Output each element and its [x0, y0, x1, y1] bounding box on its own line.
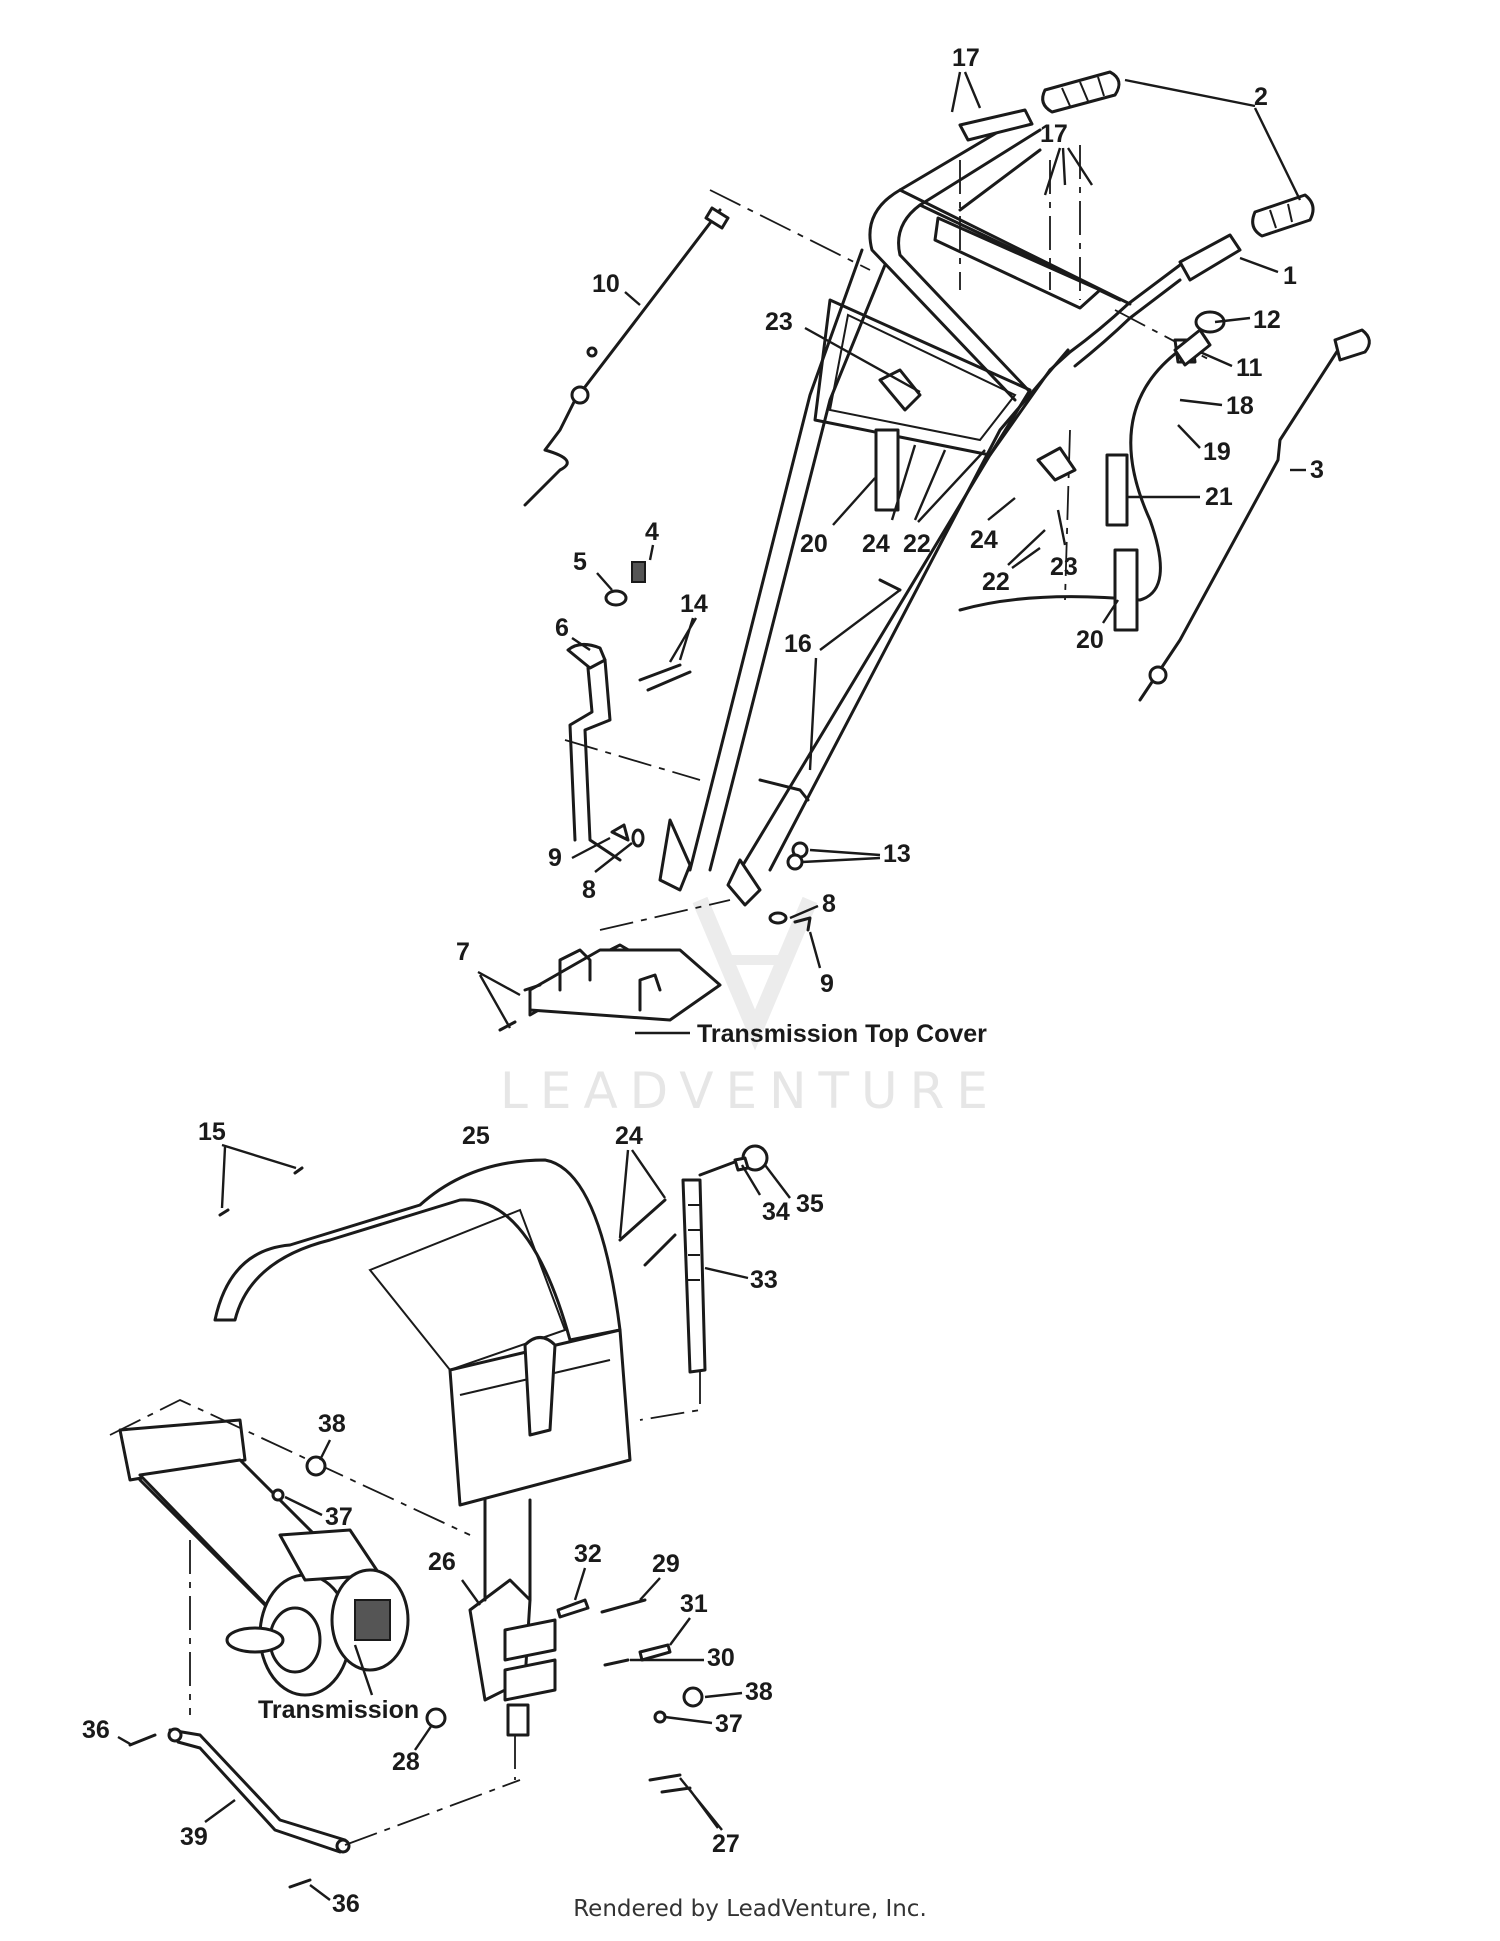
callout-21: 21 — [1205, 483, 1233, 511]
washer-8-left — [631, 828, 645, 848]
callout-11: 11 — [1236, 354, 1263, 382]
bolt-24-lower — [618, 1198, 677, 1267]
callout-19: 19 — [1203, 438, 1231, 466]
tine-shield-25 — [213, 1158, 632, 1507]
callout-8: 8 — [822, 890, 836, 918]
watermark-logo — [692, 896, 818, 1051]
callout-2: 2 — [1254, 83, 1268, 111]
nut-38-lower — [682, 1686, 704, 1708]
leader-lines — [117, 71, 1306, 1901]
callout-13: 13 — [883, 840, 911, 868]
pin-31 — [638, 1643, 672, 1662]
bolt-27 — [648, 1773, 692, 1794]
bolt-36-left — [128, 1733, 157, 1747]
bracket-20-right — [1113, 548, 1139, 632]
callout-16: 16 — [784, 630, 812, 658]
callout-15: 15 — [198, 1118, 226, 1146]
callout-33: 33 — [750, 1266, 778, 1294]
nut-38-upper — [305, 1455, 327, 1477]
watermark-text: LEADVENTURE — [500, 1062, 1000, 1120]
callout-37: 37 — [715, 1710, 743, 1738]
spacer-34 — [733, 1156, 750, 1172]
callout-17: 17 — [1040, 120, 1068, 148]
callout-17: 17 — [952, 44, 980, 72]
callout-38: 38 — [318, 1410, 346, 1438]
callout-5: 5 — [573, 548, 587, 576]
washer-8-right — [768, 911, 788, 925]
label-transmission: Transmission — [258, 1696, 419, 1724]
bolt-29 — [600, 1598, 647, 1614]
callout-36: 36 — [332, 1890, 360, 1918]
callout-18: 18 — [1226, 392, 1254, 420]
callout-7: 7 — [456, 938, 470, 966]
transmission-top-cover — [528, 899, 731, 1022]
transmission-assembly — [109, 1399, 471, 1715]
callout-28: 28 — [392, 1748, 420, 1776]
callout-29: 29 — [652, 1550, 680, 1578]
bracket-23-upper — [878, 368, 922, 412]
callout-6: 6 — [555, 614, 569, 642]
callout-35: 35 — [796, 1190, 824, 1218]
washer-5 — [604, 589, 628, 607]
cable-3 — [1138, 328, 1371, 702]
bolt-4 — [631, 561, 646, 583]
callout-25: 25 — [462, 1122, 490, 1150]
callout-14: 14 — [680, 590, 708, 618]
callout-24: 24 — [615, 1122, 643, 1150]
callout-20: 20 — [800, 530, 828, 558]
callout-24: 24 — [970, 526, 998, 554]
nut-13 — [786, 841, 809, 871]
callout-30: 30 — [707, 1644, 735, 1672]
bracket-26 — [468, 1498, 557, 1780]
pin-9-right — [793, 916, 812, 932]
callout-31: 31 — [680, 1590, 708, 1618]
callout-10: 10 — [592, 270, 620, 298]
washer-37-upper — [271, 1488, 285, 1502]
bracket-23-lower — [1036, 446, 1077, 482]
bracket-21 — [1105, 453, 1129, 527]
handle-assembly — [564, 70, 1315, 907]
callout-24: 24 — [862, 530, 890, 558]
callout-32: 32 — [574, 1540, 602, 1568]
callout-12: 12 — [1253, 306, 1281, 334]
callout-22: 22 — [903, 530, 931, 558]
callout-38: 38 — [745, 1678, 773, 1706]
callout-23: 23 — [1050, 553, 1078, 581]
callout-26: 26 — [428, 1548, 456, 1576]
nut-28 — [425, 1707, 447, 1729]
callout-numbers: 17 17 2 1 10 12 11 18 19 3 23 21 4 5 20 … — [82, 44, 1324, 1918]
callout-23: 23 — [765, 308, 793, 336]
bolt-15 — [218, 1166, 304, 1217]
callout-9: 9 — [820, 970, 834, 998]
callout-1: 1 — [1283, 262, 1297, 290]
control-lever-11 — [1173, 310, 1226, 367]
pin-9-left — [610, 823, 630, 842]
drawbar-39 — [167, 1727, 521, 1854]
callout-37: 37 — [325, 1503, 353, 1531]
callout-8: 8 — [582, 876, 596, 904]
callout-20: 20 — [1076, 626, 1104, 654]
bracket-20-left — [874, 428, 900, 512]
callout-34: 34 — [762, 1198, 790, 1226]
callout-9: 9 — [548, 844, 562, 872]
bolt-36-bottom — [288, 1878, 312, 1889]
bracket-6 — [566, 643, 622, 862]
callout-4: 4 — [645, 518, 659, 546]
footer-credit: Rendered by LeadVenture, Inc. — [573, 1896, 927, 1922]
pin-14 — [638, 663, 692, 692]
callout-36: 36 — [82, 1716, 110, 1744]
cable-10 — [523, 206, 730, 507]
pin-32 — [556, 1598, 590, 1619]
depth-bar-33 — [639, 1158, 742, 1421]
callout-3: 3 — [1310, 456, 1324, 484]
pin-30 — [603, 1658, 630, 1667]
callout-27: 27 — [712, 1830, 740, 1858]
washer-37-lower — [653, 1710, 667, 1724]
label-transmission-top-cover: Transmission Top Cover — [697, 1020, 987, 1048]
callout-22: 22 — [982, 568, 1010, 596]
clip-16 — [758, 578, 902, 802]
callout-39: 39 — [180, 1823, 208, 1851]
